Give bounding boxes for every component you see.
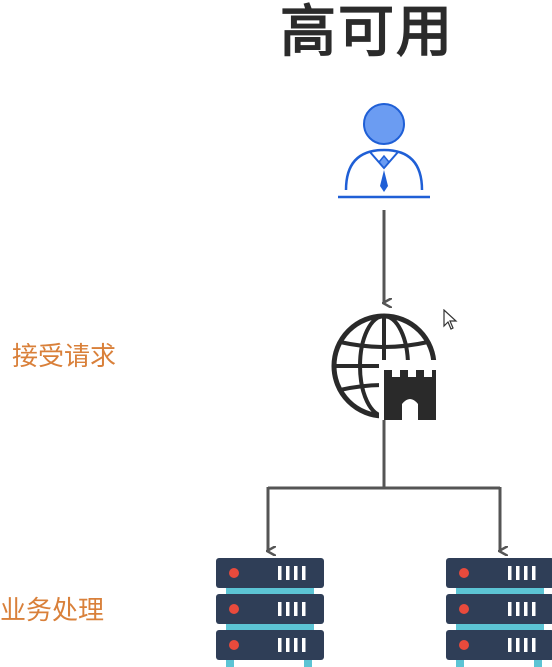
server-rack-icon [446, 558, 552, 667]
user-icon [338, 103, 430, 199]
server-rack-icon [216, 558, 324, 667]
label-receive-request: 接受请求 [12, 342, 117, 372]
label-business-processing: 业务处理 [0, 596, 105, 626]
page-title: 高可用 [280, 0, 454, 65]
globe-castle-icon [331, 313, 441, 424]
branch-connector [268, 420, 500, 490]
mouse-cursor-icon [443, 309, 458, 330]
